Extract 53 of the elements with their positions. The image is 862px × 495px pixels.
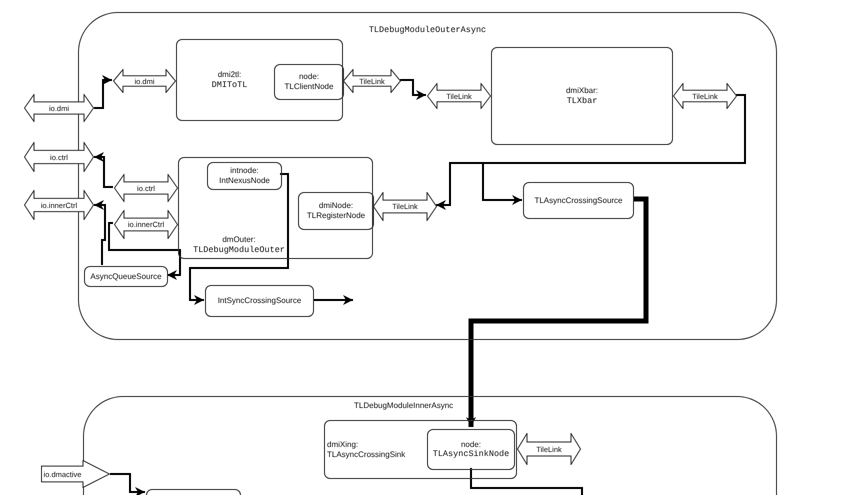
block-box (491, 47, 673, 145)
block-label: TLXbar (566, 96, 598, 106)
block-box (427, 429, 515, 470)
block-box (205, 285, 314, 317)
block-label: IntSyncCrossingSource (218, 296, 302, 306)
block-label: node: (298, 72, 320, 82)
block-label: TLAsyncSinkNode (432, 449, 510, 460)
interface-port (113, 69, 176, 93)
block-box (298, 192, 374, 230)
block-label: TLClientNode (284, 82, 334, 92)
block-box (84, 266, 168, 287)
interface-port (114, 174, 178, 202)
block-label: dmiXing: (327, 440, 358, 450)
connector-arrow (466, 196, 648, 427)
block-label: DMIToTL (212, 80, 248, 90)
interface-port (673, 83, 737, 109)
block-label: dmi2tl: (218, 70, 242, 80)
interface-port (24, 142, 94, 172)
module-title: TLDebugModuleOuterAsync (368, 25, 486, 36)
block-label: intnode: IntNexusNode (218, 166, 271, 186)
block-label: dmOuter: (222, 235, 256, 245)
block-box (324, 420, 517, 479)
block-label: dmiXbar: (566, 86, 598, 96)
block-box (176, 39, 343, 121)
interface-port (114, 210, 178, 239)
block-label: AsyncQueueSource (90, 272, 162, 282)
block-box (274, 64, 344, 100)
interface-port (517, 433, 581, 465)
interface-port (427, 83, 491, 109)
connector-arrow (400, 79, 426, 100)
connector-arrow (482, 94, 746, 205)
interface-port (24, 94, 94, 122)
connector-arrow (110, 473, 145, 495)
block-label: TLAsyncCrossingSink (327, 450, 406, 460)
connector-arrow (189, 173, 289, 305)
block-label: dmiNode: TLRegisterNode (306, 201, 366, 221)
block-label: TLAsyncCrossingSource (534, 196, 623, 206)
connector-arrow (313, 295, 353, 305)
block-box (523, 182, 634, 219)
block-box (207, 162, 282, 190)
interface-port (343, 69, 401, 93)
block-box (178, 157, 373, 259)
interface-port (24, 190, 94, 220)
interface-port (41, 460, 110, 488)
interface-port (373, 192, 437, 221)
block-label: node: (460, 440, 482, 450)
connector-arrow (94, 200, 106, 265)
module-box (78, 12, 777, 340)
block-label: TLDebugModuleOuter (193, 244, 285, 255)
connector-arrow (94, 75, 112, 109)
connector-arrow (108, 222, 181, 280)
module-title: TLDebugModuleInnerAsync (354, 401, 454, 411)
connector-arrow (94, 152, 113, 188)
